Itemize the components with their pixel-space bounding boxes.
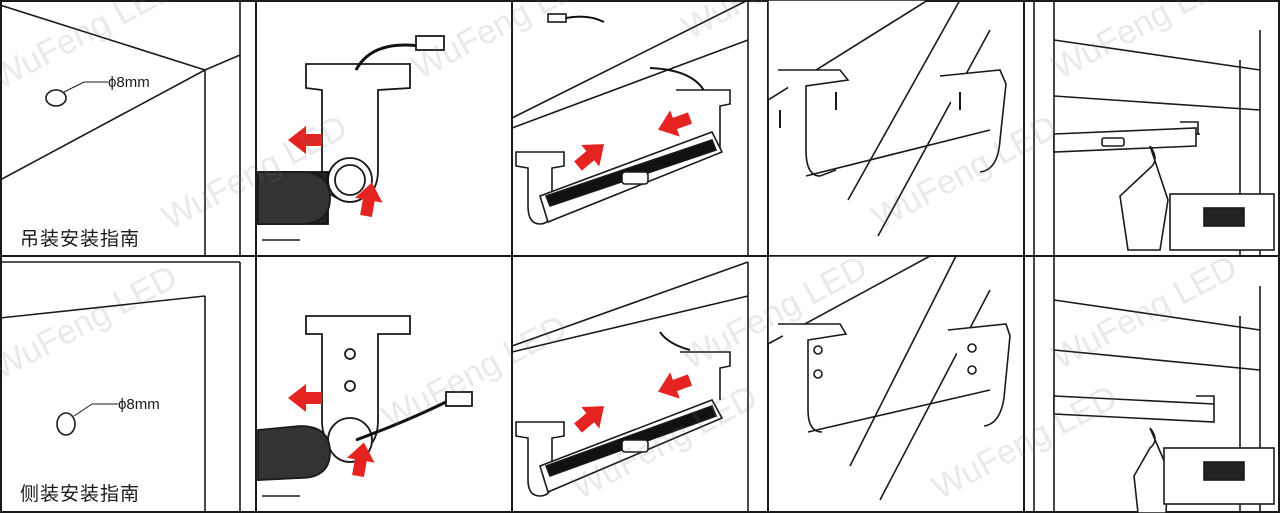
arrow-left-icon [653,366,695,405]
watermark: WuFeng LED [0,258,183,387]
watermark: WuFeng LED [1046,248,1243,377]
panel-drill-hole-side [0,261,241,513]
panel-wardrobe-hanging [1033,0,1275,256]
hole-size-label-hanging: ϕ8mm [108,74,150,91]
panel-bracket-screws-hanging [767,0,1007,237]
guide-title-hanging: 吊装安装指南 [20,228,141,250]
drill-hole [56,412,76,436]
hole-size-label-side: ϕ8mm [118,396,160,413]
panel-wardrobe-side [1033,256,1275,513]
watermark-layer: WuFeng LED WuFeng LED WuFeng LED WuFeng … [0,0,1243,507]
panel-mount-bar-hanging [511,0,749,256]
watermark: WuFeng LED [566,378,763,507]
panel-mount-bar-side [511,261,749,513]
guide-title-side: 侧装安装指南 [20,483,141,505]
arrow-left-icon [288,384,322,412]
drill-hole [45,89,67,107]
arrow-right-icon [569,133,614,177]
panel-connect-cable-side [257,315,473,497]
panel-connect-cable-hanging [257,35,445,241]
watermark: WuFeng LED [406,0,603,87]
watermark: WuFeng LED [1046,0,1243,87]
panel-drill-hole-hanging [0,0,241,256]
arrow-right-icon [569,395,614,439]
panel-bracket-screws-side [767,255,1011,501]
